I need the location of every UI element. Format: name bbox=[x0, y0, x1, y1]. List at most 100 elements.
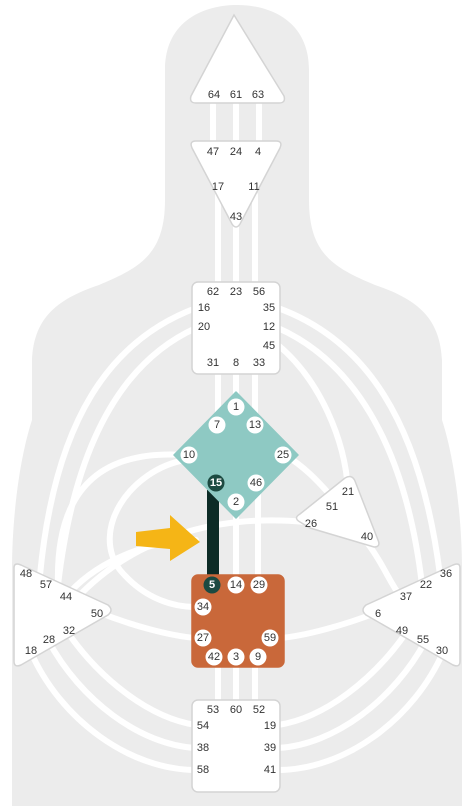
gate-31: 31 bbox=[207, 357, 219, 369]
gate-56: 56 bbox=[253, 286, 265, 298]
gate-35: 35 bbox=[263, 302, 275, 314]
gate-11: 11 bbox=[248, 181, 259, 193]
gate-52: 52 bbox=[253, 704, 265, 716]
gate-5-circle bbox=[203, 576, 221, 594]
channel-32-54 bbox=[63, 627, 199, 728]
gate-29-circle bbox=[250, 576, 268, 594]
gate-15-circle bbox=[207, 474, 225, 492]
gate-53: 53 bbox=[207, 704, 219, 716]
gate-27: 27 bbox=[197, 632, 209, 644]
gate-2: 2 bbox=[233, 496, 239, 508]
gate-49: 49 bbox=[396, 625, 408, 637]
gate-20: 20 bbox=[198, 321, 210, 333]
gate-1-circle bbox=[227, 398, 245, 416]
gate-21: 21 bbox=[342, 486, 354, 498]
channel-20-57 bbox=[55, 325, 199, 588]
gate-47: 47 bbox=[207, 146, 219, 158]
gate-32: 32 bbox=[63, 625, 75, 637]
gate-29: 29 bbox=[253, 579, 265, 591]
root-center bbox=[191, 699, 281, 793]
solar-plexus-center bbox=[362, 563, 461, 667]
gate-34-circle bbox=[194, 598, 212, 616]
gate-17: 17 bbox=[212, 181, 224, 193]
g-center bbox=[173, 391, 299, 519]
channel-18-58 bbox=[27, 647, 199, 773]
centers bbox=[13, 13, 461, 793]
gate-59-circle bbox=[261, 629, 279, 647]
gate-38: 38 bbox=[197, 742, 209, 754]
arrow-right-icon bbox=[136, 515, 200, 561]
channel-12-22 bbox=[275, 325, 425, 588]
ajna-center bbox=[190, 140, 282, 228]
gate-8: 8 bbox=[233, 357, 239, 369]
channel-28-38 bbox=[45, 637, 199, 751]
spleen-center bbox=[13, 563, 112, 667]
gate-63: 63 bbox=[252, 89, 264, 101]
gate-41: 41 bbox=[264, 764, 276, 776]
channel-30-41 bbox=[275, 647, 447, 773]
gate-59: 59 bbox=[264, 632, 276, 644]
gate-19: 19 bbox=[264, 720, 276, 732]
gate-34: 34 bbox=[197, 601, 209, 613]
throat-center bbox=[191, 281, 281, 375]
gate-9-circle bbox=[249, 648, 267, 666]
channels bbox=[27, 102, 447, 773]
head-center bbox=[189, 13, 286, 104]
gate-48: 48 bbox=[20, 568, 32, 580]
gate-46-circle bbox=[247, 474, 265, 492]
gate-42: 42 bbox=[208, 651, 220, 663]
gate-64: 64 bbox=[208, 89, 220, 101]
gate-58: 58 bbox=[197, 764, 209, 776]
gate-23: 23 bbox=[230, 286, 242, 298]
channel-10-57 bbox=[54, 451, 188, 588]
gate-5: 5 bbox=[209, 579, 215, 591]
gate-62: 62 bbox=[207, 286, 219, 298]
gate-1: 1 bbox=[233, 401, 239, 413]
gate-26: 26 bbox=[305, 518, 317, 530]
gate-7: 7 bbox=[214, 419, 220, 431]
channel-16-48 bbox=[37, 305, 199, 578]
channel-50-27 bbox=[95, 609, 199, 641]
gate-18: 18 bbox=[25, 645, 37, 657]
gate-labels: 64 61 63 47 24 4 17 11 43 62 23 56 16 35… bbox=[20, 89, 452, 776]
gate-55: 55 bbox=[417, 634, 429, 646]
gate-33: 33 bbox=[253, 357, 265, 369]
gate-3: 3 bbox=[233, 651, 239, 663]
gate-14-circle bbox=[227, 576, 245, 594]
gate-15: 15 bbox=[210, 477, 222, 489]
channel-55-39 bbox=[275, 637, 429, 751]
gate-circles bbox=[180, 398, 292, 666]
gate-40: 40 bbox=[361, 531, 373, 543]
gate-54: 54 bbox=[197, 720, 209, 732]
gate-10-circle bbox=[180, 446, 198, 464]
gate-45: 45 bbox=[263, 340, 275, 352]
gate-16: 16 bbox=[198, 302, 210, 314]
channel-35-36 bbox=[275, 305, 443, 578]
gate-36: 36 bbox=[440, 568, 452, 580]
gate-2-circle bbox=[227, 493, 245, 511]
gate-39: 39 bbox=[264, 742, 276, 754]
gate-28: 28 bbox=[43, 634, 55, 646]
gate-7-circle bbox=[208, 416, 226, 434]
gate-51: 51 bbox=[326, 501, 338, 513]
channel-45-21 bbox=[275, 342, 351, 493]
gate-13: 13 bbox=[249, 419, 261, 431]
gate-50: 50 bbox=[91, 608, 103, 620]
gate-14: 14 bbox=[230, 579, 242, 591]
gate-22: 22 bbox=[420, 579, 432, 591]
gate-25-circle bbox=[274, 446, 292, 464]
gate-43: 43 bbox=[230, 211, 242, 223]
gate-10: 10 bbox=[183, 449, 195, 461]
gate-27-circle bbox=[194, 629, 212, 647]
gate-24: 24 bbox=[230, 146, 242, 158]
gate-3-circle bbox=[227, 648, 245, 666]
gate-12: 12 bbox=[263, 321, 275, 333]
gate-42-circle bbox=[205, 648, 223, 666]
gate-37: 37 bbox=[400, 591, 412, 603]
gate-60: 60 bbox=[230, 704, 242, 716]
heart-center bbox=[295, 475, 380, 548]
gate-4: 4 bbox=[255, 146, 261, 158]
gate-44: 44 bbox=[60, 591, 72, 603]
gate-57: 57 bbox=[40, 579, 52, 591]
